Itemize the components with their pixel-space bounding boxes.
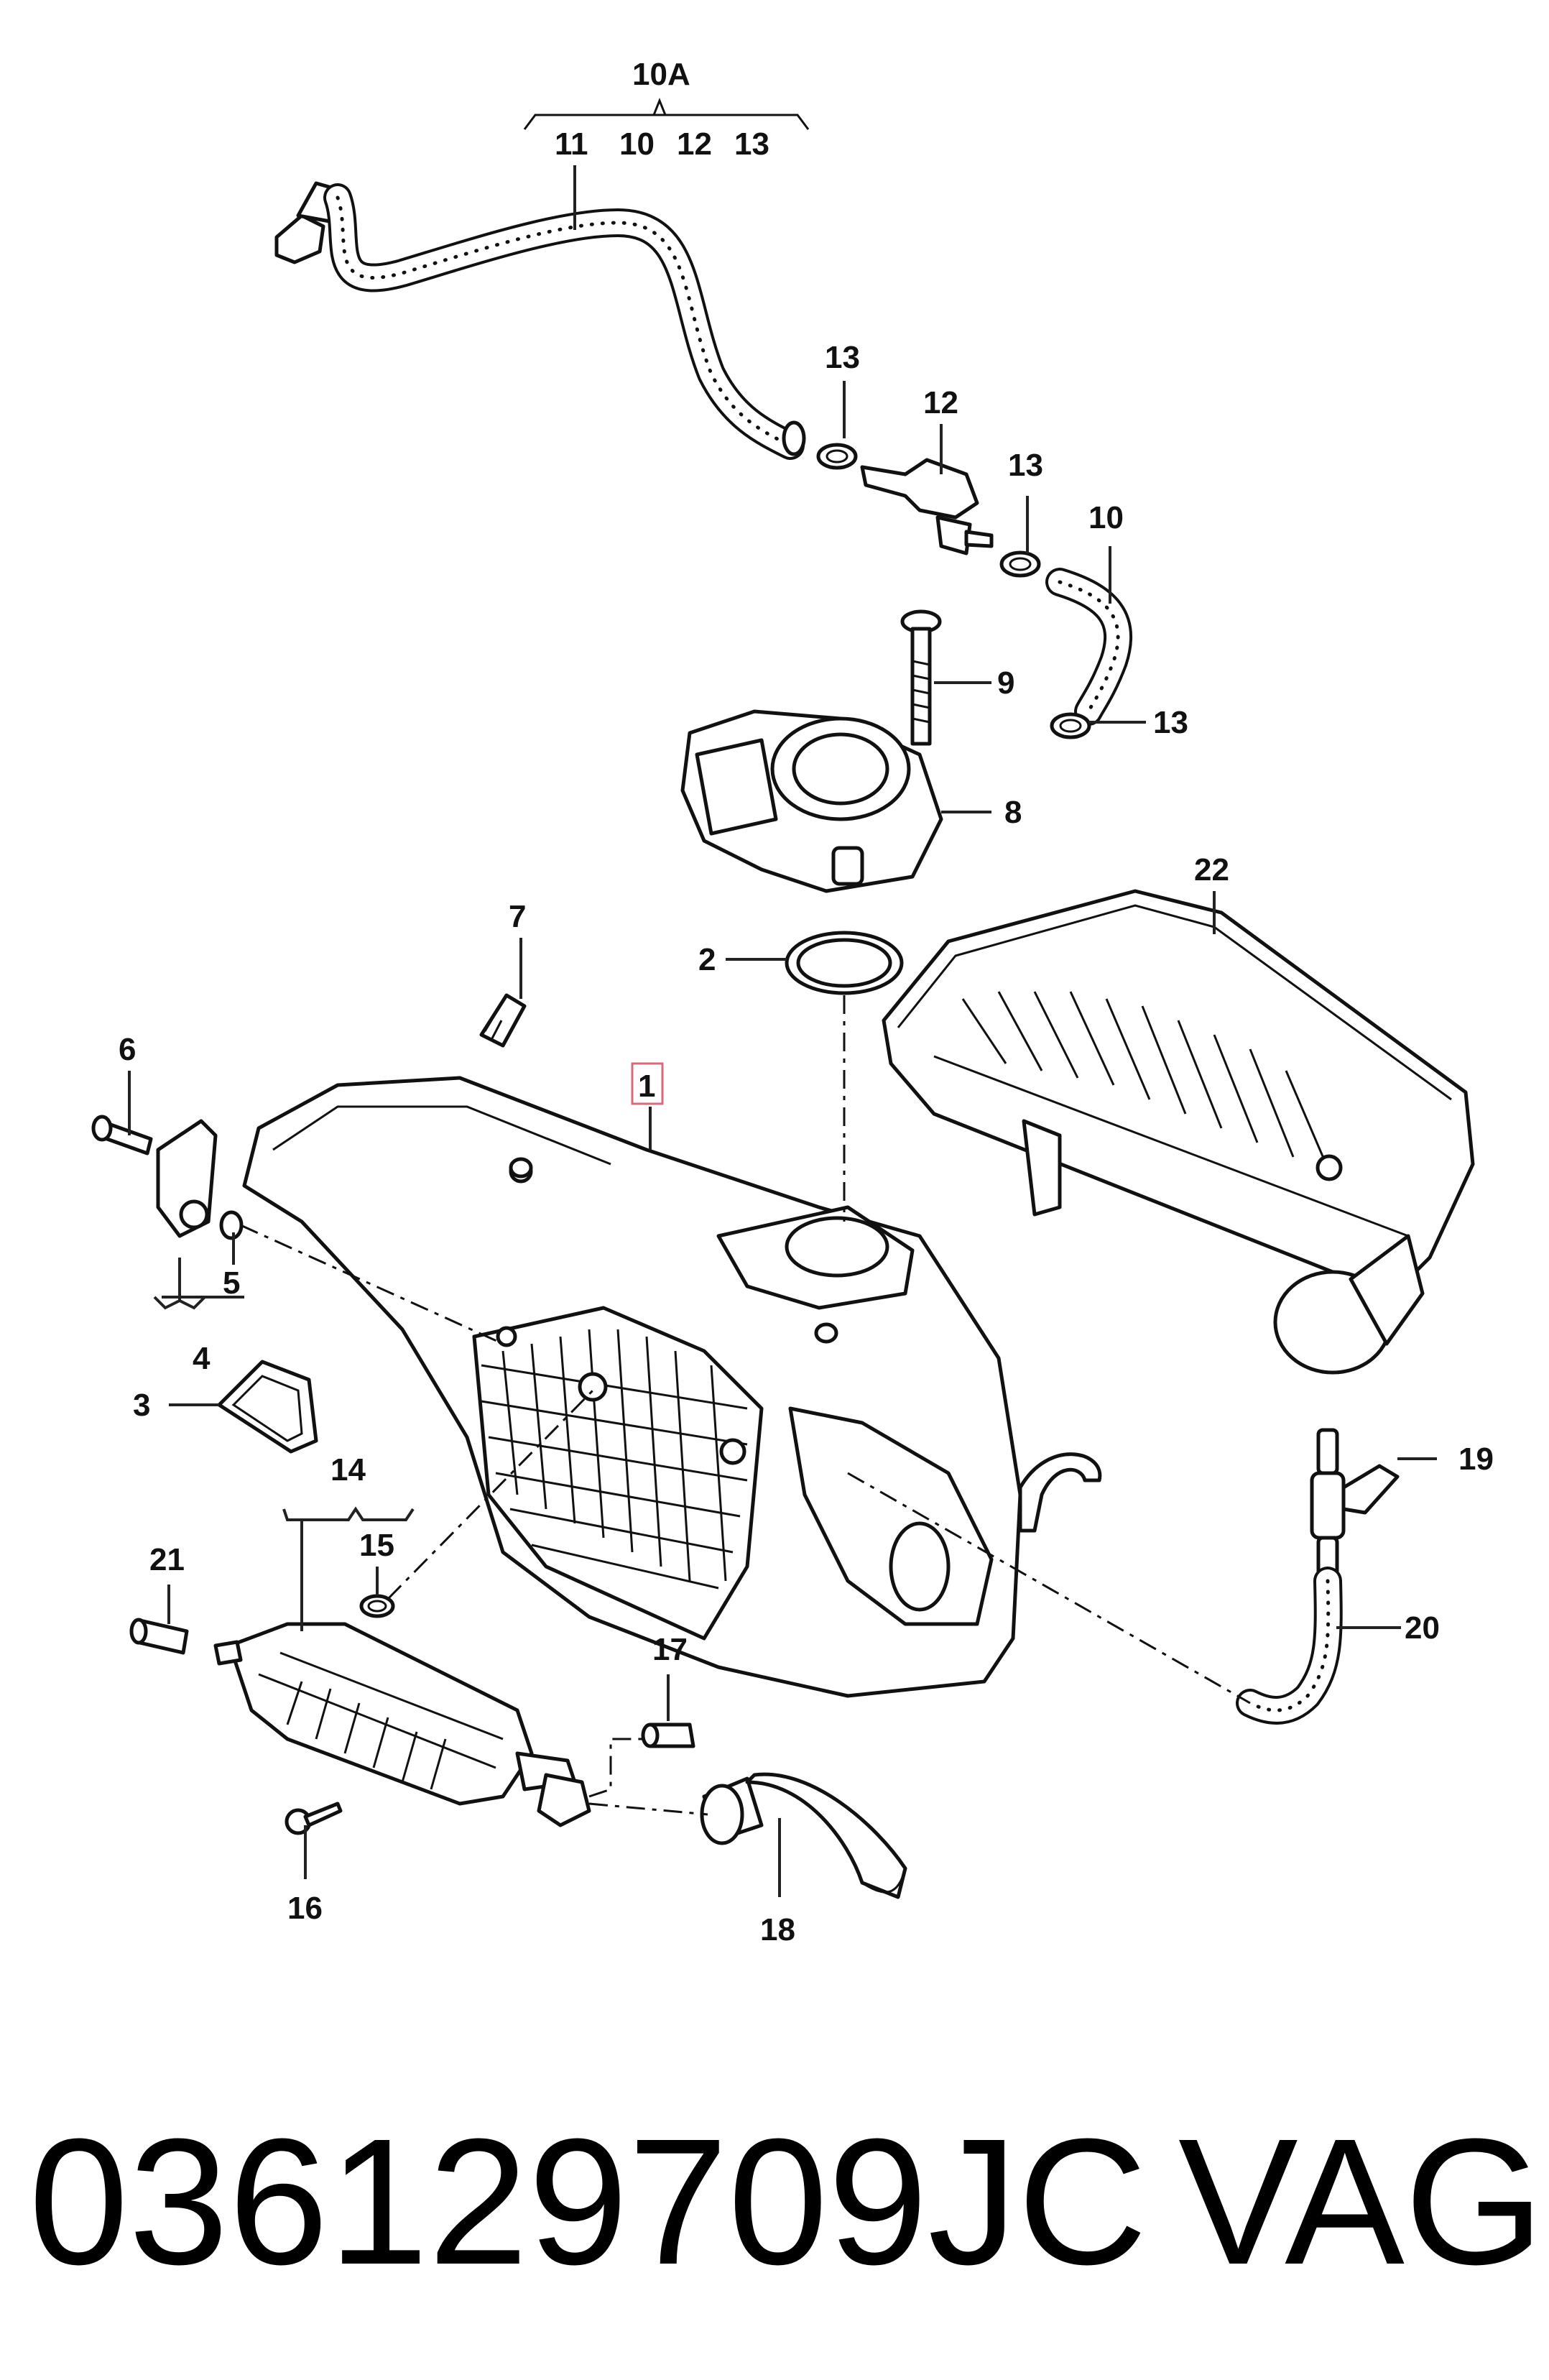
label-5: 5 — [223, 1265, 240, 1301]
label-17: 17 — [652, 1632, 688, 1667]
triangle-seal — [217, 1360, 318, 1454]
vent-pipe — [700, 1772, 907, 1899]
throttle-gasket — [785, 931, 904, 995]
manifold-bolt — [479, 993, 527, 1048]
label-22: 22 — [1194, 852, 1229, 887]
label-12-group: 12 — [677, 126, 712, 162]
small-o-ring — [359, 1594, 395, 1618]
air-filter-housing — [882, 889, 1475, 1375]
label-10-hose: 10 — [1088, 500, 1124, 535]
label-12-valve: 12 — [923, 385, 958, 420]
callout-labels: 10A 11 10 12 13 13 12 13 10 9 13 8 22 7 … — [119, 57, 1494, 1947]
label-9: 9 — [997, 665, 1014, 701]
part-number: 036129709JC — [29, 2101, 1147, 2302]
label-13-clamp-b: 13 — [1008, 448, 1043, 483]
throttle-bolt — [900, 609, 942, 746]
throttle-body — [680, 709, 943, 893]
label-2: 2 — [698, 942, 716, 977]
label-6: 6 — [119, 1032, 136, 1067]
breather-hose-assembly — [274, 97, 1133, 739]
label-11: 11 — [555, 126, 588, 162]
label-7: 7 — [509, 899, 526, 934]
label-19: 19 — [1458, 1442, 1494, 1477]
label-21: 21 — [149, 1542, 185, 1577]
tee-connector — [1310, 1428, 1400, 1583]
brand-name: VAG — [1178, 2101, 1544, 2302]
leader-lines — [128, 165, 1437, 1897]
label-14: 14 — [330, 1452, 366, 1488]
highlight-box — [631, 1062, 664, 1105]
pressure-sensor-group — [91, 1115, 244, 1240]
label-13-clamp-c: 13 — [1153, 705, 1188, 740]
label-20: 20 — [1405, 1610, 1440, 1646]
label-13-clamp-a: 13 — [825, 340, 860, 375]
alignment-lines — [240, 995, 1251, 1816]
label-15: 15 — [359, 1528, 394, 1563]
vacuum-hose — [1236, 1567, 1343, 1725]
label-13-group: 13 — [734, 126, 769, 162]
self-tapping-screw — [285, 1802, 343, 1835]
label-3: 3 — [133, 1388, 150, 1423]
label-8: 8 — [1004, 795, 1022, 830]
label-1: 1 — [638, 1069, 655, 1104]
label-4: 4 — [193, 1341, 211, 1376]
label-18: 18 — [760, 1912, 795, 1947]
blanking-cap — [641, 1722, 695, 1748]
oil-separator — [213, 1622, 591, 1827]
label-10-group: 10 — [619, 126, 655, 162]
intake-manifold — [242, 1076, 1102, 1698]
sleeve — [129, 1618, 189, 1655]
label-16: 16 — [287, 1891, 323, 1926]
label-10a: 10A — [632, 57, 690, 92]
